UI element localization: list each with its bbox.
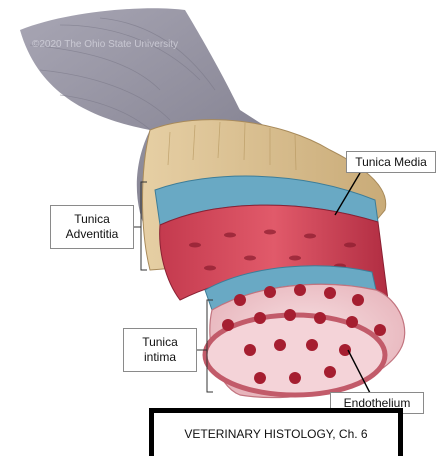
tunica-media-label: Tunica Media <box>346 151 436 173</box>
footer-caption: VETERINARY HISTOLOGY, Ch. 6 <box>149 408 403 456</box>
footer-text: VETERINARY HISTOLOGY, Ch. 6 <box>184 427 367 441</box>
watermark: ©2020 The Ohio State University <box>32 39 178 50</box>
tunica-intima-label: Tunica intima <box>123 328 197 372</box>
tunica-adventitia-label: Tunica Adventitia <box>50 205 134 249</box>
